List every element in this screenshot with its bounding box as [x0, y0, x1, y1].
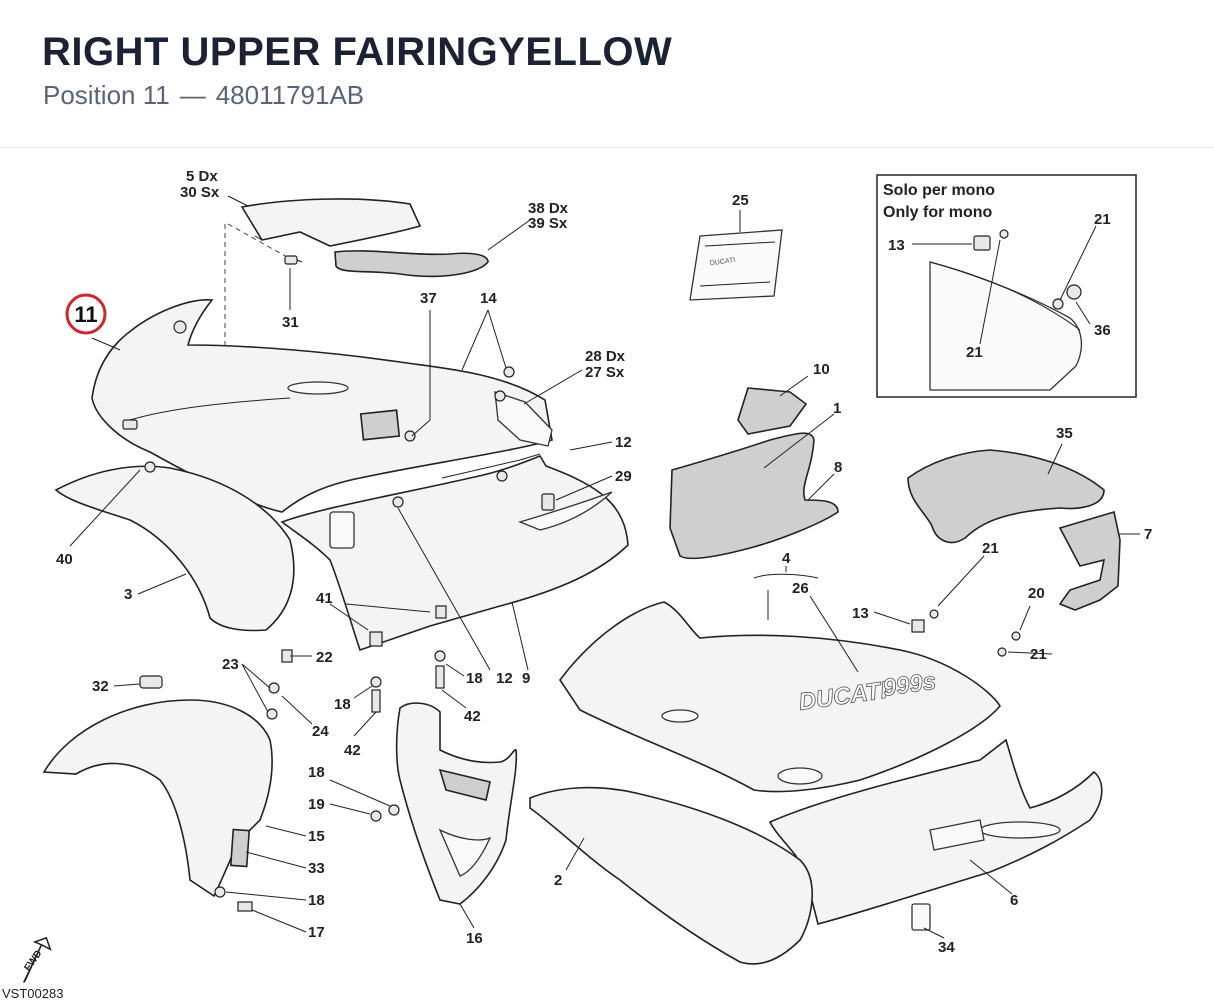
part-2-lower-side-panel[interactable]: [529, 786, 813, 965]
callout-34: 34: [938, 939, 955, 956]
callout-33: 33: [308, 860, 325, 877]
callout-30-sx: 30 Sx: [180, 184, 220, 201]
part-34-pad[interactable]: [911, 903, 931, 931]
part-3-front-lower-panel[interactable]: [54, 465, 295, 632]
callout-9: 9: [522, 670, 530, 687]
callout-20: 20: [1028, 585, 1045, 602]
callout-labels: 5 Dx 30 Sx 38 Dx 39 Sx 25 31 37 14 28 Dx…: [56, 168, 1152, 956]
page-header: RIGHT UPPER FAIRINGYELLOW Position 11 — 48…: [0, 0, 1214, 148]
callout-32: 32: [92, 678, 109, 695]
part-16-chin-fairing[interactable]: [395, 702, 518, 905]
inset-callout-21-top: 21: [1094, 211, 1111, 228]
part-11-right-upper-fairing[interactable]: [91, 299, 553, 513]
callout-31: 31: [282, 314, 299, 331]
callout-18-b: 18: [334, 696, 351, 713]
position-label: Position 11: [43, 80, 170, 110]
callout-38-dx: 38 Dx: [528, 200, 569, 217]
part-10-small-shield[interactable]: [737, 387, 808, 435]
callout-11: 11: [74, 302, 97, 327]
part-5-30-vent-cover[interactable]: [240, 198, 422, 247]
leader-lines: [69, 195, 1140, 939]
inset-callout-13: 13: [888, 237, 905, 254]
callout-39-sx: 39 Sx: [528, 215, 568, 232]
callout-24: 24: [312, 723, 329, 740]
part-1-8-heat-shield[interactable]: [669, 432, 839, 560]
part-7-bracket-shield[interactable]: [1058, 510, 1121, 611]
callout-42-right: 42: [464, 708, 481, 725]
callout-1: 1: [833, 400, 841, 417]
callout-17: 17: [308, 924, 325, 941]
callout-18-c: 18: [308, 764, 325, 781]
callout-12-lower: 12: [496, 670, 513, 687]
callout-8: 8: [834, 459, 842, 476]
forward-direction-arrow: FWD: [22, 936, 52, 983]
highlighted-callout-11[interactable]: 11: [65, 293, 107, 335]
callout-41: 41: [316, 590, 333, 607]
callout-27-sx: 27 Sx: [585, 364, 625, 381]
part-28-27-bracket[interactable]: [494, 391, 553, 447]
fwd-label: FWD: [22, 948, 44, 973]
callout-16: 16: [466, 930, 483, 947]
inset-note-italian: Solo per mono: [883, 182, 995, 199]
callout-37: 37: [420, 290, 437, 307]
page-title: RIGHT UPPER FAIRINGYELLOW: [42, 30, 673, 74]
callout-23: 23: [222, 656, 239, 673]
callout-12-upper: 12: [615, 434, 632, 451]
callout-18-d: 18: [308, 892, 325, 909]
subtitle-separator: —: [179, 80, 206, 110]
callout-15: 15: [308, 828, 325, 845]
callout-13: 13: [852, 605, 869, 622]
part-38-39-rubber-strip[interactable]: [334, 250, 489, 278]
part-25-decal-sheet[interactable]: DUCATI: [689, 229, 783, 301]
callout-26: 26: [792, 580, 809, 597]
inset-callout-36: 36: [1094, 322, 1111, 339]
callout-6: 6: [1010, 892, 1018, 909]
callout-29: 29: [615, 468, 632, 485]
hardware-fasteners: [139, 366, 1021, 912]
part-4-lower-fairing[interactable]: [559, 601, 1001, 793]
inset-mono-only: Solo per mono Only for mono 13 21 21 36: [876, 174, 1137, 398]
callout-21-mid: 21: [982, 540, 999, 557]
part-number: 48011791AB: [215, 80, 365, 110]
callout-10: 10: [813, 361, 830, 378]
callout-19: 19: [308, 796, 325, 813]
part-subtitle: Position 11 — 48011791AB: [43, 80, 364, 111]
exploded-parts-diagram: DUCATI: [2, 168, 1152, 1001]
callout-3: 3: [124, 586, 132, 603]
callout-21-right: 21: [1030, 646, 1047, 663]
callout-5-dx: 5 Dx: [186, 168, 218, 185]
inset-note-english: Only for mono: [883, 204, 993, 221]
callout-28-dx: 28 Dx: [585, 348, 626, 365]
callout-2: 2: [554, 872, 562, 889]
part-31-screw[interactable]: [284, 255, 303, 265]
part-32-clip[interactable]: [139, 675, 163, 689]
callout-18-a: 18: [466, 670, 483, 687]
drawing-code: VST00283: [2, 986, 63, 1001]
callout-4: 4: [782, 550, 791, 567]
callout-22: 22: [316, 649, 333, 666]
callout-42-left: 42: [344, 742, 361, 759]
callout-14: 14: [480, 290, 497, 307]
callout-35: 35: [1056, 425, 1073, 442]
part-29-clip[interactable]: [541, 493, 555, 511]
inset-callout-21-bottom: 21: [966, 344, 983, 361]
callout-7: 7: [1144, 526, 1152, 543]
callout-40: 40: [56, 551, 73, 568]
callout-25: 25: [732, 192, 749, 209]
svg-text:DUCATI: DUCATI: [709, 257, 735, 267]
part-15-front-fender[interactable]: [42, 699, 273, 898]
part-35-heat-shield[interactable]: [907, 449, 1105, 544]
